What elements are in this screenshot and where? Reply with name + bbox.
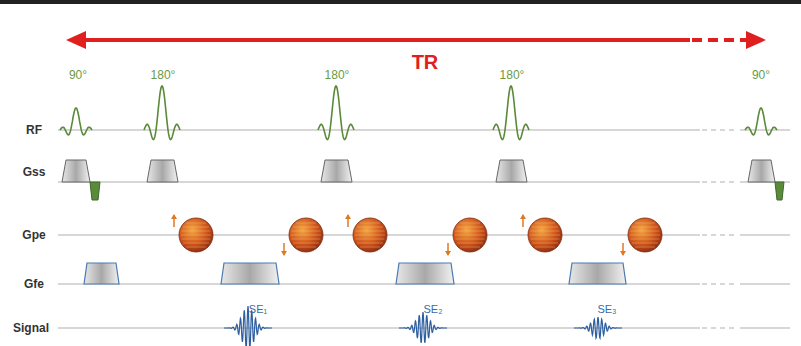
rf-pulse <box>493 86 529 140</box>
table-step <box>291 235 321 236</box>
spin-echo <box>399 312 447 343</box>
flip-angle: 90° <box>752 69 770 81</box>
rf-pulse <box>144 86 180 140</box>
table-step <box>360 247 380 248</box>
table-step <box>296 223 316 224</box>
table-step <box>632 243 658 244</box>
step-arrow-head <box>281 251 287 256</box>
table-step <box>535 247 555 248</box>
table-step <box>293 243 319 244</box>
repetition-time-label: TR <box>412 52 439 72</box>
phase-encode-table <box>179 218 213 252</box>
step-arrow-head <box>445 251 451 256</box>
table-step <box>455 239 484 240</box>
row-label: RF <box>26 124 42 136</box>
table-step <box>632 227 658 228</box>
table-step <box>460 247 480 248</box>
table-step <box>630 239 659 240</box>
row-label: Gss <box>23 166 46 178</box>
table-step <box>355 231 384 232</box>
step-arrow-head <box>520 214 526 219</box>
table-step <box>460 223 480 224</box>
table-step <box>635 223 655 224</box>
table-step <box>186 223 206 224</box>
table-step <box>530 231 559 232</box>
table-step <box>530 239 559 240</box>
table-step <box>183 243 209 244</box>
table-step <box>532 243 558 244</box>
table-step <box>291 231 320 232</box>
rf-pulse <box>745 108 777 135</box>
table-step <box>455 231 484 232</box>
row-label: Signal <box>13 322 49 334</box>
table-step <box>291 239 320 240</box>
table-step <box>455 235 485 236</box>
step-arrow-head <box>171 214 177 219</box>
echo-label: SE₁ <box>249 304 267 315</box>
echo-label: SE₂ <box>424 304 443 315</box>
table-step <box>181 235 211 236</box>
table-step <box>357 243 383 244</box>
table-step <box>357 227 383 228</box>
step-arrow-head <box>620 251 626 256</box>
flip-angle: 180° <box>151 69 176 81</box>
phase-encode-table <box>628 218 662 252</box>
table-step <box>360 223 380 224</box>
table-step <box>535 223 555 224</box>
table-step <box>296 247 316 248</box>
table-step <box>293 227 319 228</box>
phase-encode-table <box>453 218 487 252</box>
table-step <box>186 247 206 248</box>
phase-encode-table <box>528 218 562 252</box>
phase-encode-table <box>289 218 323 252</box>
step-arrow-head <box>345 214 351 219</box>
table-step <box>630 235 660 236</box>
table-step <box>181 239 210 240</box>
rf-pulse <box>60 108 92 135</box>
echo-label: SE₃ <box>597 304 616 315</box>
spin-echo <box>574 317 622 338</box>
rf-pulse <box>318 86 354 140</box>
table-step <box>181 231 210 232</box>
flip-angle: 180° <box>500 69 525 81</box>
flip-angle: 180° <box>325 69 350 81</box>
table-step <box>457 227 483 228</box>
table-step <box>630 231 659 232</box>
table-step <box>457 243 483 244</box>
table-step <box>532 227 558 228</box>
row-label: Gpe <box>22 229 45 241</box>
table-step <box>635 247 655 248</box>
phase-encode-table <box>353 218 387 252</box>
table-step <box>355 239 384 240</box>
flip-angle: 90° <box>69 69 87 81</box>
table-step <box>355 235 385 236</box>
table-step <box>183 227 209 228</box>
table-step <box>530 235 560 236</box>
row-label: Gfe <box>24 278 44 290</box>
